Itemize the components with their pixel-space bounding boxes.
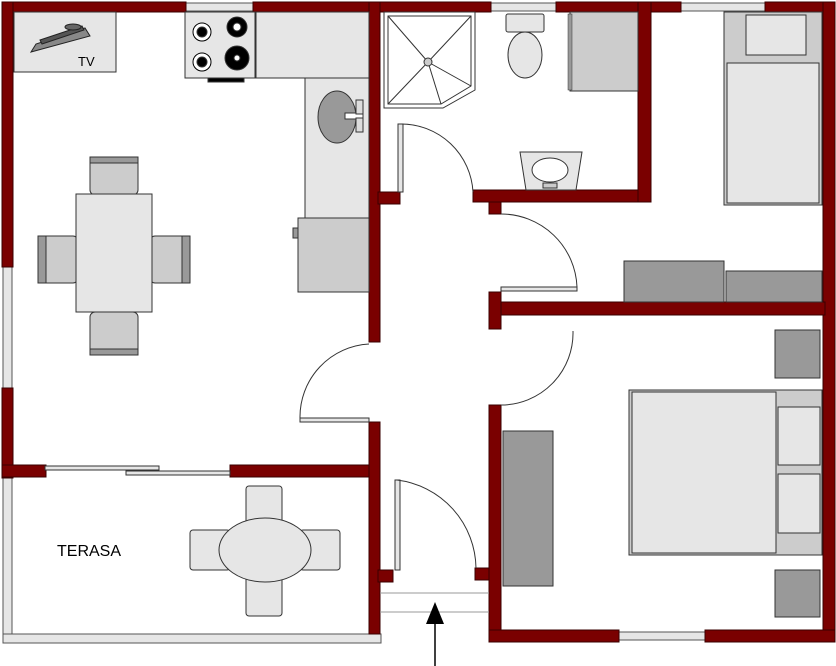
wall-hall-left-bottom — [368, 421, 381, 635]
terrace-slider-1 — [44, 465, 160, 471]
nightstand-top — [774, 329, 821, 379]
terrace-slider-2 — [125, 470, 231, 476]
wall-bath-stub — [488, 201, 502, 215]
bedroom1-door-panel — [500, 286, 578, 292]
double-bed — [628, 389, 823, 556]
wall-bedroom-stub — [488, 291, 502, 330]
wall-hall-left-top — [368, 1, 381, 343]
walls — [1, 1, 836, 643]
bedroom2-door-swing-icon — [500, 330, 574, 406]
shower-icon — [383, 11, 476, 109]
entrance-arrow-icon — [426, 602, 444, 666]
bath-door-swing-icon — [400, 123, 474, 193]
terrace-label: TERASA — [57, 543, 121, 560]
living-door-swing-icon — [299, 343, 370, 419]
wall-stub-a — [377, 191, 401, 205]
living-door-panel — [299, 417, 370, 423]
wall-bath-right — [637, 1, 652, 203]
window-top-bath — [489, 2, 559, 12]
double-bed-pillow-bottom — [777, 473, 821, 534]
doors — [44, 123, 578, 571]
wall-bath-bottom — [472, 189, 652, 203]
bedroom2-wardrobe — [502, 430, 554, 587]
double-bed-pillow-top — [777, 406, 821, 466]
toilet-icon — [505, 13, 545, 79]
dining-table-set — [37, 156, 191, 356]
window-bottom-terrace — [2, 633, 382, 644]
kitchen-sink-icon — [317, 90, 364, 144]
terrace-table — [218, 517, 312, 583]
bath-door-panel — [397, 123, 404, 193]
nightstand-bottom — [774, 569, 821, 618]
wall-bottom-bedroom-right — [704, 629, 836, 643]
wall-right — [822, 1, 836, 643]
wall-left-top — [1, 1, 14, 268]
window-left-terrace — [2, 475, 13, 637]
wall-terrace-left — [1, 464, 47, 478]
entrance-door-panel — [394, 479, 401, 571]
single-bed-pillow — [745, 14, 807, 56]
stove-icon — [184, 11, 256, 83]
wardrobe-1 — [623, 260, 725, 303]
single-bed-mattress — [726, 62, 820, 204]
wall-bedroom2-left — [488, 404, 502, 643]
tv-label: TV — [78, 54, 95, 69]
bath-sink-icon — [519, 151, 583, 191]
single-bed — [723, 11, 823, 206]
fridge — [297, 217, 370, 293]
wall-terrace-right — [229, 464, 379, 478]
wall-stub-c — [474, 567, 491, 581]
wall-stub-b — [377, 569, 394, 583]
wall-bottom-bedroom-left — [488, 629, 620, 643]
window-left-living — [2, 264, 13, 391]
entrance-door-swing-icon — [396, 479, 477, 569]
kitchen-counter — [184, 11, 370, 293]
bedroom1-door-swing-icon — [500, 213, 578, 288]
window-bottom-bedroom — [617, 631, 707, 641]
wall-bedroom-divider — [488, 301, 826, 316]
bath-cabinet — [569, 11, 639, 92]
double-bed-mattress — [631, 391, 777, 554]
window-top-bedroom — [679, 2, 766, 12]
wall-left-mid — [1, 387, 14, 479]
windows — [2, 2, 766, 644]
dining-table — [75, 193, 153, 313]
wardrobe-2 — [725, 270, 823, 303]
terrace-table-set — [189, 485, 341, 617]
wall-top-bath — [555, 1, 682, 13]
tv-unit: TV — [13, 11, 117, 73]
window-top-kitchen — [184, 2, 256, 12]
wall-top-left — [1, 1, 187, 13]
tv-icon — [29, 23, 91, 53]
